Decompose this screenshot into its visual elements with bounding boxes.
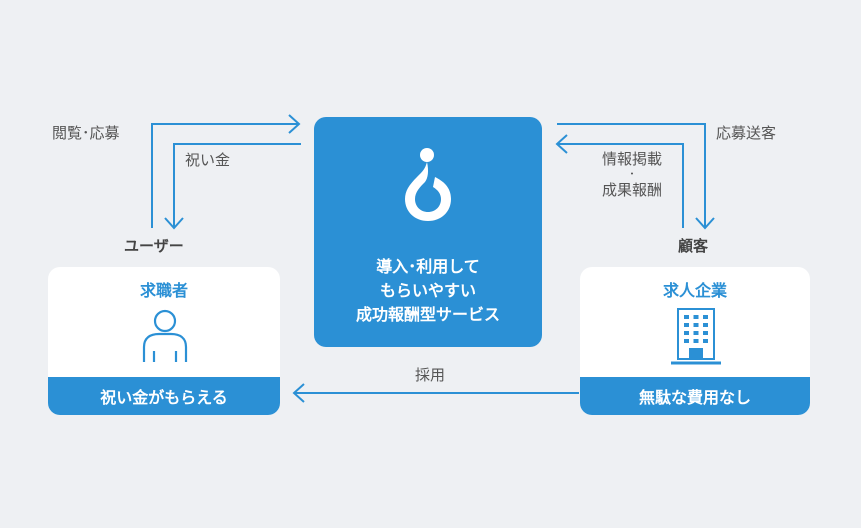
person-icon xyxy=(142,309,188,362)
flow-label-celebration-money: 祝い金 xyxy=(185,151,231,169)
arrow-client-to-service xyxy=(557,143,684,228)
job-seeker-benefit: 祝い金がもらえる xyxy=(48,377,280,415)
arrow-user-to-service xyxy=(151,123,299,228)
drop-logo-icon xyxy=(405,148,451,221)
arrowhead-client-to-service xyxy=(555,134,568,154)
building-icon xyxy=(671,308,721,365)
role-label-user: ユーザー xyxy=(124,237,184,255)
role-label-client: 顧客 xyxy=(678,237,709,255)
arrowhead-service-to-user xyxy=(164,217,184,230)
service-box: 導入･利用して もらいやすい 成功報酬型サービス xyxy=(314,117,542,347)
arrowhead-service-to-client xyxy=(695,217,715,230)
flow-label-hiring: 採用 xyxy=(414,366,445,384)
hiring-company-benefit: 無駄な費用なし xyxy=(580,377,810,415)
arrowhead-client-to-user xyxy=(292,383,305,403)
arrowhead-user-to-service xyxy=(288,114,301,134)
arrow-service-to-user xyxy=(173,143,301,228)
flow-label-view-apply: 閲覧･応募 xyxy=(52,124,120,142)
flow-label-dot: ･ xyxy=(628,167,635,181)
service-line-1: 導入･利用して xyxy=(376,257,480,276)
service-line-2: もらいやすい xyxy=(379,281,476,300)
job-seeker-title: 求職者 xyxy=(139,281,188,300)
service-description: 導入･利用して もらいやすい 成功報酬型サービス xyxy=(314,255,542,327)
flow-label-job-listing: 情報掲載 xyxy=(601,150,662,168)
flow-label-success-fee: 成果報酬 xyxy=(601,181,662,199)
arrow-service-to-client xyxy=(557,123,706,228)
job-seeker-card: 求職者 祝い金がもらえる xyxy=(48,267,280,415)
service-line-3: 成功報酬型サービス xyxy=(355,305,500,324)
hiring-company-title: 求人企業 xyxy=(662,281,727,300)
hiring-company-card: 求人企業 無駄な費用なし xyxy=(580,267,810,415)
flow-label-applicant-referral: 応募送客 xyxy=(716,124,777,142)
